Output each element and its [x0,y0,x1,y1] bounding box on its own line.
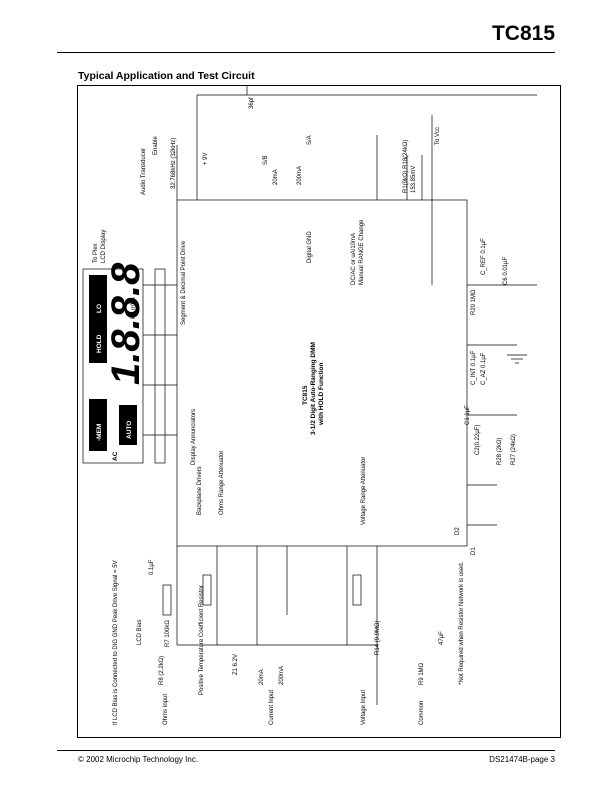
lcd-bias-label: LCD Bias [137,620,143,645]
audio-label: Audio Transducer [141,148,147,195]
lcd-mem: -MEM [96,424,103,441]
lcd-display-label: LCD Display [101,230,107,263]
r20-label: R20 1MΩ [471,289,477,315]
voltage-input-label: Voltage Input [361,690,367,725]
current-input-label: Current Input [269,690,275,725]
chip-subtitle-1: 3-1/2 Digit Auto-Ranging DMM [310,342,317,435]
lcd-mem-box [89,399,107,451]
switch-sb: S/B [263,155,269,165]
r14-label: R14 (9.9MΩ) [375,621,381,656]
r9-label: R9 1MΩ [419,662,425,685]
pin-strip [154,268,166,464]
digital-gnd-label: Digital GND [307,231,313,263]
lcd-display [82,268,144,464]
lcd-to-plex: To Plex [93,243,99,263]
common-label: Common [419,701,425,725]
c47-label: 47µF [439,631,445,645]
mode-200ma: 200mA [297,166,303,185]
d2-label: D2 [455,527,461,535]
ohms-atten-label: Ohms Range Attenuator [219,451,225,515]
battery-label: + 9V [203,152,209,165]
r7-label: R7 100kΩ [165,620,171,647]
segment-drive-label: Segment & Decimal Point Drive [181,240,187,325]
footer-page-number: DS21474B-page 3 [489,755,555,764]
ic-body [176,199,468,547]
lcd-units: kΩ mVA [131,297,137,319]
range-200ma-label: 200mA [279,666,285,685]
to-vcc-label: To Vcc [435,127,441,145]
circuit-schematic: TC815 3-1/2 Digit Auto-Ranging DMM with … [82,85,537,725]
note-label: *Not Required when Resistor Network is u… [459,561,465,685]
r28-label: R28 (2kΩ) [497,438,503,466]
footer-rule [57,750,555,751]
lcd-lo-box [89,275,107,321]
voltage-atten-label: Voltage Range Attenuator [361,457,367,525]
lcd-lo: LO [96,304,103,313]
lcd-digits: 1.8.8.8 [104,262,148,385]
c2-label: C2(0.22µF) [475,425,481,455]
c-int-label: C_INT 0.1µF [471,350,477,385]
display-annunciators-label: Display Annunciators [191,409,197,465]
xtal-label: 32.768kHz (32kHz) [171,138,177,189]
page-title: TC815 [491,22,555,45]
c6-label: C6 0.01µF [503,257,509,285]
c-az-label: C_AZ 0.1µF [481,352,487,385]
r-ref-label: R1(9kΩ) R18(24kΩ) [403,140,409,193]
dcac-label: DC/AC or uA/10mA [351,233,357,285]
ohms-input-label: Ohms Input [163,694,169,725]
enable-label: Enable [153,136,159,155]
c7-label: 0.1µF [149,559,155,575]
switch-sa: S/A [307,135,313,145]
chip-title: TC815 [302,385,309,405]
ptc-label: Positive Temperature Coefficient Resisto… [199,585,205,695]
c1-label: C1 1µF [465,405,471,425]
mode-20ma: 20mA [273,169,279,185]
figure-frame [77,85,561,738]
r8-label: R8 (2.2kΩ) [159,656,165,685]
lcd-hold: HOLD [96,334,103,353]
range-20ma-label: 20mA [259,669,265,685]
chip-subtitle-2: with HOLD Function [318,363,325,426]
lcd-ac: AC [112,451,119,461]
r27-label: R27 (24kΩ) [511,434,517,465]
r-ref2-label: 153.85mV [411,166,417,193]
section-title: Typical Application and Test Circuit [78,70,255,82]
manual-range-label: Manual RANGE Change [359,219,365,285]
lcd-note: If LCD Bias is Connected to DIG GND Peak… [113,560,119,725]
header-rule [57,52,555,53]
lcd-auto: AUTO [126,421,133,439]
d1-label: D1 [471,547,477,555]
zener-label: Z1 6.2V [233,654,239,675]
backplane-label: Backplane Drivers [197,466,203,515]
lcd-auto-box [119,405,137,445]
cap-top-label: 36pf [249,97,255,109]
footer-copyright: © 2002 Microchip Technology Inc. [78,755,199,764]
c-ref-label: C_REF 0.1µF [481,238,487,275]
lcd-hold-box [89,317,107,363]
